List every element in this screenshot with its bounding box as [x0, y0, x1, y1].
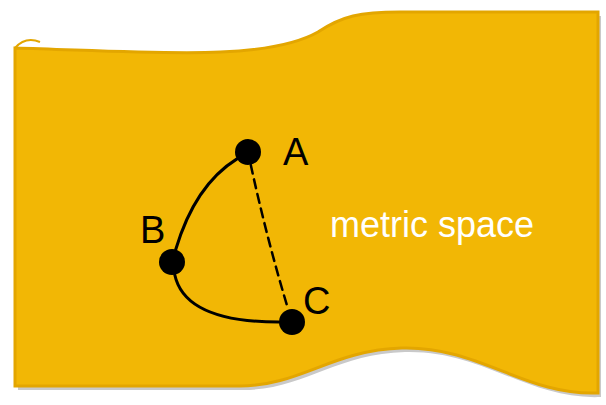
region-curl	[15, 40, 40, 48]
point-label: C	[303, 282, 330, 320]
region-fill	[15, 12, 598, 393]
curve-connector	[176, 159, 237, 250]
point-label: B	[140, 211, 165, 249]
curve-connector	[175, 275, 279, 322]
region-label: metric space	[330, 204, 534, 245]
point-dot: C	[279, 309, 305, 335]
point-label: A	[283, 133, 308, 171]
point-dot: B	[159, 249, 185, 275]
dashed-connector	[251, 165, 288, 310]
point-dot: A	[235, 139, 261, 165]
